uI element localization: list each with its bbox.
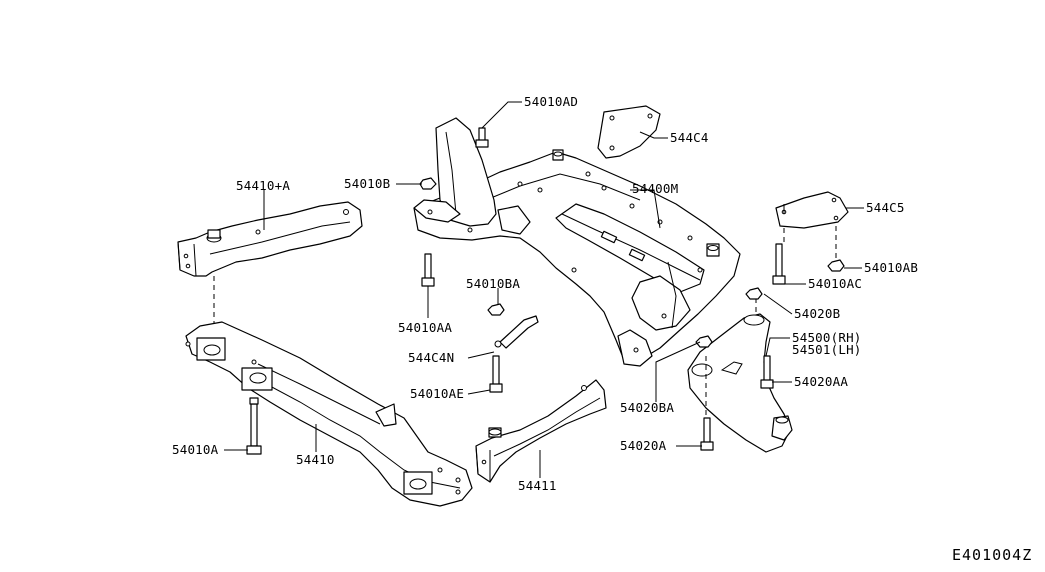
label-54010ae: 54010AE [410,386,464,401]
label-54010ad: 54010AD [524,94,578,109]
label-54020ba: 54020BA [620,400,674,415]
label-544c4: 544C4 [670,130,709,145]
part-544c4n-bracket [494,315,539,349]
part-54410-member [185,321,473,507]
part-54410a-rail [177,201,363,277]
label-54010a: 54010A [172,442,219,457]
label-54010b: 54010B [344,176,390,191]
label-54010ba: 54010BA [466,276,520,291]
nut-54010ba [487,303,505,316]
label-54020aa: 54020AA [794,374,848,389]
label-54020a: 54020A [620,438,667,453]
part-544c5-bracket [775,191,849,229]
bolt-54020a [700,417,714,451]
leader-lines [224,101,864,478]
label-54410: 54410 [296,452,335,467]
label-54501-lh: 54501(LH) [792,342,862,357]
bolt-54010ac [772,243,786,285]
bolt-54010a [246,397,262,455]
part-labels: 54010AD 544C4 54410+A 54010B 54400M 544C… [172,94,918,493]
label-544c5: 544C5 [866,200,905,215]
part-54411-rail [475,379,607,483]
nut-54020ba [695,335,713,348]
bolt-54010ab [827,259,845,272]
part-54400m-crossmember [413,117,741,367]
part-54500-transverse-link [687,313,793,453]
label-54010ab: 54010AB [864,260,918,275]
label-54410a: 54410+A [236,178,290,193]
bolt-54010aa [421,253,435,287]
nut-54020b [745,287,763,300]
diagram-reference-code: E401004Z [952,546,1032,564]
label-54010ac: 54010AC [808,276,862,291]
bolt-54010ad [475,127,489,148]
label-54500-rh: 54500(RH) [792,330,862,345]
bolt-54020aa [760,355,774,389]
label-544c4n: 544C4N [408,350,454,365]
label-54411: 54411 [518,478,557,493]
label-54020b: 54020B [794,306,840,321]
bolt-54010ae [489,355,503,393]
nut-54010b [419,177,437,190]
label-54010aa: 54010AA [398,320,452,335]
label-54400m: 54400M [632,181,678,196]
part-544c4-bracket [597,105,661,159]
